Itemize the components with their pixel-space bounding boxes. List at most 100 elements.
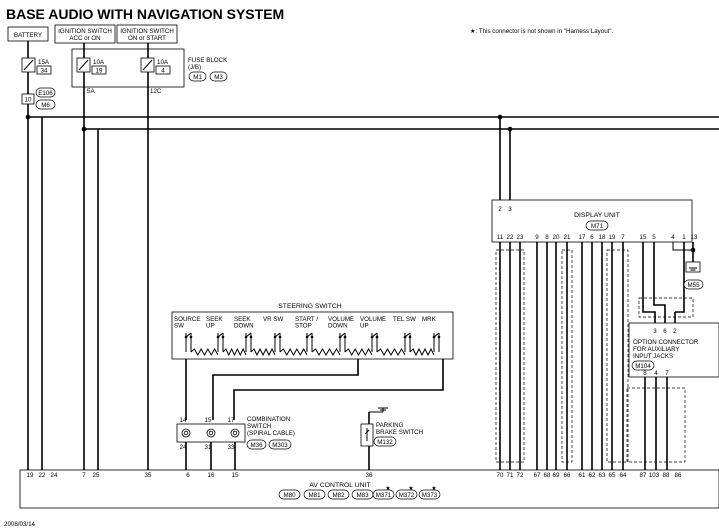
splice-2 [81, 126, 87, 132]
combination-switch-connector-m36 [246, 439, 267, 450]
diagram-date: 2008/03/14 [4, 521, 36, 528]
display-unit-pin-23: 23 [517, 234, 524, 241]
ign-on-box [116, 24, 178, 44]
steering-switch-label-7-0: TEL SW [393, 316, 416, 323]
steering-switch-label-3-0: VR SW [263, 316, 283, 323]
av-connector-m371-label: M371 [376, 492, 392, 499]
av-control-unit-pin-25: 25 [93, 472, 100, 479]
av-connector-m373-label: M373 [422, 492, 438, 499]
av-connector-m82 [327, 489, 350, 500]
combination-switch-pin-17: 17 [228, 417, 235, 424]
steering-switch-label-5-0: VOLUME [328, 316, 354, 323]
display-unit-pin-13: 13 [691, 234, 698, 241]
av-control-unit-box [19, 469, 719, 509]
option-connector-pin-3: 3 [653, 328, 657, 335]
av-control-unit-pin-63: 63 [599, 472, 606, 479]
fuse-1: 15A 34 [21, 57, 52, 75]
av-control-unit-pin-88: 88 [663, 472, 670, 479]
steering-switch-label-6-0: VOLUME [360, 316, 386, 323]
av-connector-m83-label: M83 [356, 492, 369, 499]
ground-m55: M55 [683, 242, 704, 290]
combination-switch-connector-m303 [268, 439, 292, 450]
display-unit-pin-5: 5 [652, 234, 656, 241]
option-connector-pin-2: 2 [673, 328, 677, 335]
combination-switch-connector-m36-label: M36 [250, 442, 263, 449]
display-unit-pin-4: 4 [671, 234, 675, 241]
av-connector-m81-label: M81 [308, 492, 321, 499]
display-unit-pin-21: 21 [564, 234, 571, 241]
combination-switch-pin-15: 15 [205, 417, 212, 424]
av-control-unit-label: AV CONTROL UNIT [309, 482, 370, 489]
display-unit-pin-11: 11 [497, 234, 504, 241]
steering-switch-label-2-0: SEEK [234, 316, 251, 323]
fuse-block-connector-m3 [209, 71, 228, 82]
fuse-block-connector-m1-label: M1 [193, 74, 202, 81]
av-control-unit-pin-36: 36 [366, 472, 373, 479]
splice-1 [25, 114, 31, 120]
connector-e106-label: E106 [38, 90, 53, 97]
display-unit-pin-9: 9 [535, 234, 539, 241]
av-control-unit-pin-68: 68 [544, 472, 551, 479]
fuse-3-num: 4 [161, 68, 165, 75]
ign-on-label-2: ON or START [128, 35, 166, 42]
steering-switch-label-4-0: START / [295, 316, 318, 323]
combination-switch-pin-31: 31 [205, 444, 212, 451]
steering-switch-label-6-1: UP [360, 323, 369, 330]
av-connector-m371-star: ★ [385, 485, 391, 492]
av-connector-m372 [395, 489, 418, 500]
fuse-block-pin-12c: 12C [150, 88, 162, 95]
av-control-unit-pin-19: 19 [27, 472, 34, 479]
option-connector-pin-8: 8 [643, 370, 647, 377]
splice-4 [507, 126, 513, 132]
display-unit-pin-3: 3 [508, 206, 512, 213]
option-connector-label-1: OPTION CONNECTOR [633, 339, 699, 346]
connector-note: ★: This connector is not shown in "Harne… [470, 28, 614, 35]
av-control-unit-pin-69: 69 [553, 472, 560, 479]
steering-switch-label-4-1: STOP [295, 323, 312, 330]
diagram-title: BASE AUDIO WITH NAVIGATION SYSTEM [6, 6, 284, 22]
connector-m6 [35, 99, 56, 110]
av-control-unit-pin-103: 103 [649, 472, 660, 479]
av-control-unit-pin-16: 16 [208, 472, 215, 479]
combination-switch-connector-m303-label: M303 [272, 442, 288, 449]
power-wires [27, 41, 719, 470]
av-connector-m80-label: M80 [283, 492, 296, 499]
ign-on-label-1: IGNITION SWITCH [120, 28, 174, 35]
av-control-unit-pin-72: 72 [517, 472, 524, 479]
display-unit-connector-label: M71 [591, 223, 604, 230]
steering-switch-label-1-0: SEEK [206, 316, 223, 323]
av-connector-m80 [278, 489, 301, 500]
steering-switch-label-2-1: DOWN [234, 323, 254, 330]
av-connector-m81 [303, 489, 326, 500]
splice-3 [497, 114, 503, 120]
av-control-unit-pin-71: 71 [507, 472, 514, 479]
av-control-unit-pin-86: 86 [675, 472, 682, 479]
av-control-unit-pin-61: 61 [579, 472, 586, 479]
av-control-unit-pin-65: 65 [609, 472, 616, 479]
fuse-block-connector-m3-label: M3 [214, 74, 223, 81]
option-connector-pin-4: 4 [654, 370, 658, 377]
fuse-3: 10A 4 [140, 57, 171, 75]
option-connector-pin-7: 7 [665, 370, 669, 377]
connector-e106 [35, 87, 56, 98]
fuse-1-amp: 15A [38, 59, 50, 66]
fuse-2-amp: 10A [93, 59, 105, 66]
display-unit-pin-8: 8 [545, 234, 549, 241]
fuse-2: 10A 19 [76, 57, 107, 75]
steering-wires [185, 359, 444, 420]
parking-brake-label-1: PARKING [376, 422, 404, 429]
fuse-block-connector-m1 [188, 71, 207, 82]
steering-switch-label-0-1: SW [174, 323, 184, 330]
fusible-link-pin: 10 [25, 97, 32, 104]
av-connector-m371 [372, 489, 395, 500]
av-control-unit-pin-22: 22 [39, 472, 46, 479]
fuse-1-num: 34 [41, 68, 48, 75]
av-connector-m82-label: M82 [332, 492, 345, 499]
av-control-unit-pin-6: 6 [186, 472, 190, 479]
display-unit-pin-6: 6 [590, 234, 594, 241]
av-control-unit-pin-67: 67 [534, 472, 541, 479]
